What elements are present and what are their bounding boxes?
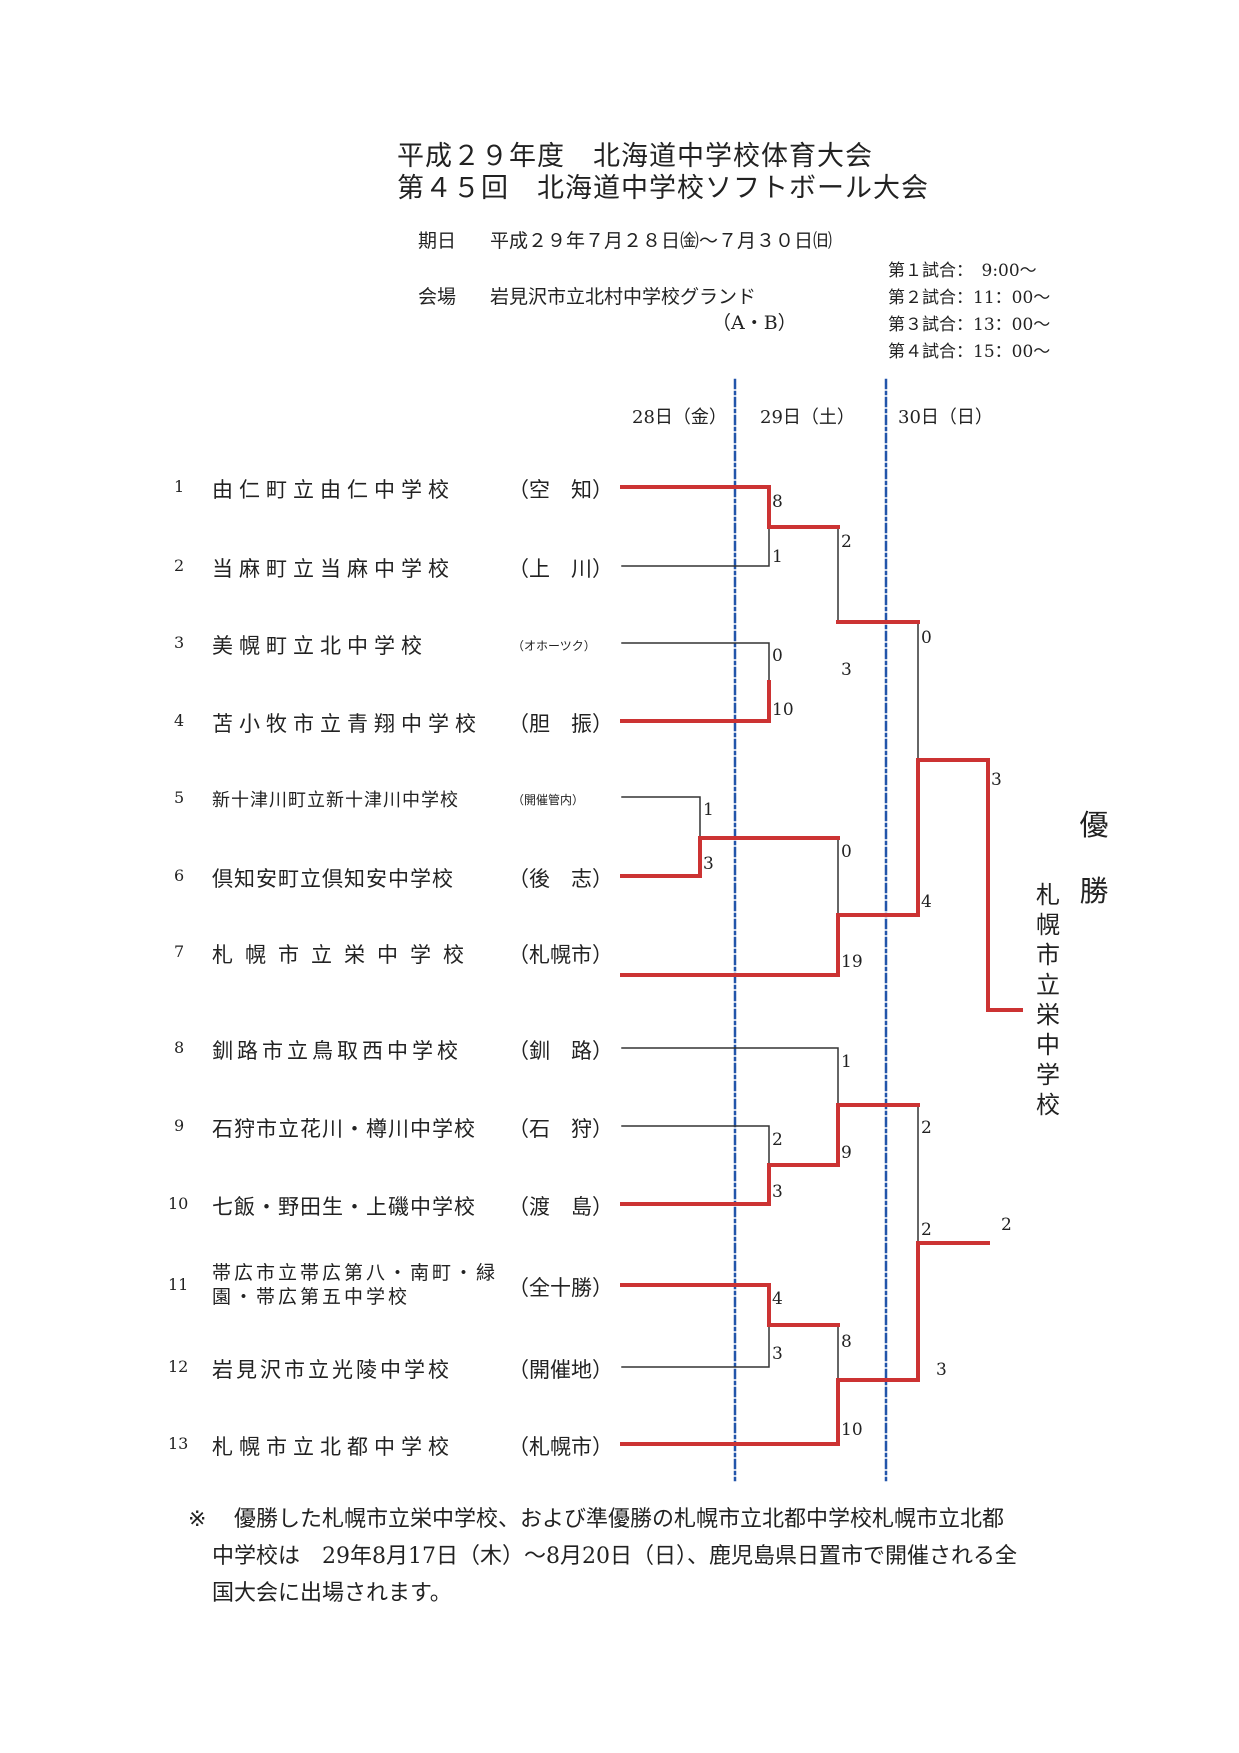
- champion-label: 優 勝: [1079, 808, 1138, 908]
- team-region: （石 狩）: [508, 1117, 613, 1141]
- team-region: （開催管内）: [512, 793, 585, 807]
- team-number: 13: [168, 1434, 189, 1453]
- team-region: （開催地）: [508, 1358, 613, 1382]
- winner-line-team-13: [620, 1241, 990, 1446]
- loser-line-team-5: [621, 796, 701, 839]
- score-sf-a-top: 0: [921, 628, 932, 648]
- team-name: 美幌町立北中学校: [212, 634, 428, 658]
- footnote-line-1: 優勝した札幌市立栄中学校、および準優勝の札幌市立北都中学校札幌市立北都: [234, 1507, 1005, 1532]
- score-sf-b-bottom-left: 2: [921, 1220, 932, 1240]
- score-team-3: 0: [772, 646, 783, 666]
- winner-line-team-10: [620, 1103, 920, 1206]
- team-name: 七飯・野田生・上磯中学校: [212, 1195, 476, 1219]
- score-qf-c-bottom: 9: [841, 1143, 852, 1163]
- team-name: 当麻町立当麻中学校: [212, 557, 455, 581]
- day-header-1: 28日（金）: [632, 407, 727, 428]
- loser-line-team-3: [621, 642, 770, 683]
- loser-line-team-2: [621, 526, 770, 567]
- footnote-mark: ※: [188, 1507, 207, 1532]
- team-number: 9: [174, 1116, 185, 1135]
- score-team-12: 3: [772, 1344, 783, 1364]
- team-region: （全十勝）: [508, 1276, 613, 1300]
- winner-line-team-4: [620, 680, 771, 723]
- score-sf-b-top: 2: [921, 1118, 932, 1138]
- score-team-8: 1: [841, 1052, 852, 1072]
- score-team-11: 4: [772, 1289, 783, 1309]
- score-qf-a-top: 2: [841, 532, 852, 552]
- winner-line-team-6: [620, 836, 840, 878]
- team-name: 新十津川町立新十津川中学校: [212, 790, 459, 811]
- footnote-line-2: 中学校は 29年8月17日（木）～8月20日（日）、鹿児島県日置市で開催される全: [212, 1544, 1017, 1569]
- score-team-4: 10: [772, 700, 794, 720]
- team-number: 2: [174, 556, 185, 575]
- score-qf-b-top: 0: [841, 842, 852, 862]
- schedule-2: 第２試合：11：00～: [888, 288, 1051, 308]
- team-region: （オホーツク）: [512, 639, 596, 653]
- team-name: 札幌市立栄中学校: [212, 943, 476, 967]
- team-number: 4: [174, 711, 185, 730]
- team-number: 8: [174, 1038, 185, 1057]
- team-name: 石狩市立花川・樽川中学校: [212, 1117, 476, 1141]
- team-number: 11: [168, 1275, 189, 1294]
- schedule-3: 第３試合：13：00～: [888, 315, 1051, 335]
- score-qf-d-top: 8: [841, 1332, 852, 1352]
- venue-label: 会場: [418, 286, 457, 308]
- score-team-1: 8: [772, 492, 783, 512]
- score-team-6: 3: [703, 854, 714, 874]
- schedule-1: 第１試合： 9:00～: [888, 261, 1037, 281]
- winner-line-team-11: [620, 1283, 840, 1327]
- winner-line-team-7: [620, 758, 1023, 1012]
- team-name: 札幌市立北都中学校: [212, 1435, 455, 1459]
- score-team-5: 1: [703, 800, 714, 820]
- score-team-13: 10: [841, 1420, 863, 1440]
- loser-line-team-9: [621, 1125, 770, 1166]
- day-header-3: 30日（日）: [898, 407, 993, 428]
- venue-sub: （A・B）: [712, 312, 797, 334]
- team-name: 由仁町立由仁中学校: [212, 478, 455, 502]
- score-final-top: 3: [991, 770, 1002, 790]
- footnote-line-3: 国大会に出場されます。: [212, 1581, 452, 1606]
- team-name: 苫小牧市立青翔中学校: [212, 712, 482, 736]
- score-sf-a-bottom: 4: [921, 892, 932, 912]
- schedule-4: 第４試合：15：00～: [888, 342, 1051, 362]
- score-team-7: 19: [841, 952, 863, 972]
- team-number: 5: [174, 788, 185, 807]
- day-header-2: 29日（土）: [760, 407, 855, 428]
- team-region: （上 川）: [508, 557, 613, 581]
- score-team-2: 1: [772, 547, 783, 567]
- team-region: （後 志）: [508, 867, 613, 891]
- team-region: （胆 振）: [508, 712, 613, 736]
- team-number: 1: [174, 477, 185, 496]
- score-team-10: 3: [772, 1182, 783, 1202]
- champion-name: 札幌市立栄中学校: [1036, 881, 1060, 1119]
- score-sf-b-bottom: 3: [936, 1360, 947, 1380]
- team-region: （空 知）: [508, 478, 613, 502]
- team-region: （札幌市）: [508, 943, 613, 967]
- title-line-1: 平成２９年度 北海道中学校体育大会: [397, 141, 873, 172]
- score-team-9: 2: [772, 1130, 783, 1150]
- winner-line-team-1: [620, 485, 840, 529]
- team-number: 3: [174, 633, 185, 652]
- title-line-2: 第４５回 北海道中学校ソフトボール大会: [397, 173, 929, 204]
- team-name: 岩見沢市立光陵中学校: [212, 1358, 452, 1382]
- team-name: 倶知安町立倶知安中学校: [212, 867, 454, 891]
- score-qf-a-bottom: 3: [841, 660, 852, 680]
- date-label: 期日: [418, 230, 457, 252]
- date-value: 平成２９年７月２８日㈮～７月３０日㈰: [490, 230, 833, 252]
- loser-line-team-8: [621, 1047, 839, 1106]
- team-region: （釧 路）: [508, 1039, 613, 1063]
- venue-value: 岩見沢市立北村中学校グランド: [490, 286, 757, 308]
- score-final-bottom: 2: [1001, 1215, 1012, 1235]
- team-name: 釧路市立鳥取西中学校: [212, 1039, 462, 1063]
- team-number: 7: [174, 942, 185, 961]
- loser-line-team-12: [621, 1324, 770, 1368]
- team-number: 12: [168, 1357, 189, 1376]
- team-name: 帯広市立帯広第八・南町・緑園・帯広第五中学校: [212, 1262, 499, 1308]
- team-number: 6: [174, 866, 185, 885]
- team-number: 10: [168, 1194, 189, 1213]
- team-region: （渡 島）: [508, 1195, 613, 1219]
- team-region: （札幌市）: [508, 1435, 613, 1459]
